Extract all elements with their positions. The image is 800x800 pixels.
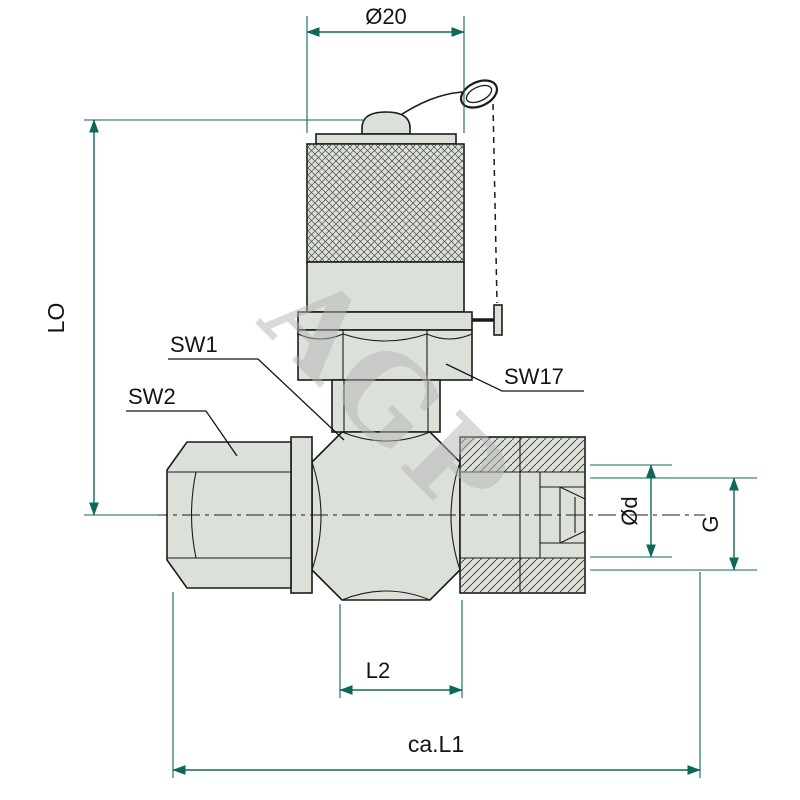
cal1-extension-lines <box>172 572 701 778</box>
right-hatch-top <box>460 437 585 472</box>
stem-body <box>331 379 441 433</box>
diad-label: Ød <box>617 496 642 525</box>
body-chamfer-arcs <box>311 431 461 601</box>
right-fitting-section <box>459 436 586 594</box>
sw17-leader-line <box>445 363 584 392</box>
cap-skirt <box>306 261 465 313</box>
stem-lines <box>343 380 429 432</box>
cap-knurl-texture <box>307 144 464 262</box>
stem <box>331 379 441 433</box>
fitting-geometry <box>150 79 705 601</box>
dia20-label: Ø20 <box>365 4 407 29</box>
lanyard-ring-inner <box>465 84 493 104</box>
sw17-label: SW17 <box>504 364 564 389</box>
sw1-callout: SW1 <box>168 332 345 441</box>
sw2-callout: SW2 <box>126 384 238 457</box>
main-body-sw1 <box>311 431 461 601</box>
cal1-label: ca.L1 <box>408 731 464 757</box>
plug-handle <box>493 304 503 336</box>
l2-extension-lines <box>339 600 463 698</box>
lo-label: LO <box>43 303 69 334</box>
hex-nut-facets <box>342 330 428 380</box>
right-hatch-bottom <box>460 558 585 593</box>
g-extension-lines <box>590 477 757 571</box>
g-label: G <box>698 515 723 532</box>
lanyard-dashed-line <box>492 103 498 304</box>
l2-label: L2 <box>366 658 390 683</box>
cap-dome <box>361 111 411 135</box>
diad-extension-lines <box>590 464 672 558</box>
dust-cap-assembly <box>297 111 473 331</box>
dimensions: Ø20 LO Ød G L2 ca.L1 SW1 SW2 <box>43 4 757 778</box>
sw2-label: SW2 <box>128 384 176 409</box>
sw17-callout: SW17 <box>445 363 584 392</box>
sw2-leader-line <box>126 410 238 457</box>
sw1-label: SW1 <box>170 332 218 357</box>
lanyard-ring <box>459 79 499 109</box>
lanyard-curve <box>395 91 463 119</box>
right-bore-walls <box>460 471 585 559</box>
left-hex-facets <box>167 471 291 559</box>
cap-top-plate <box>315 133 457 145</box>
lanyard-chain <box>395 79 503 336</box>
hex-nut-chamfer-arcs <box>297 333 473 342</box>
sw1-leader-line <box>168 358 345 441</box>
